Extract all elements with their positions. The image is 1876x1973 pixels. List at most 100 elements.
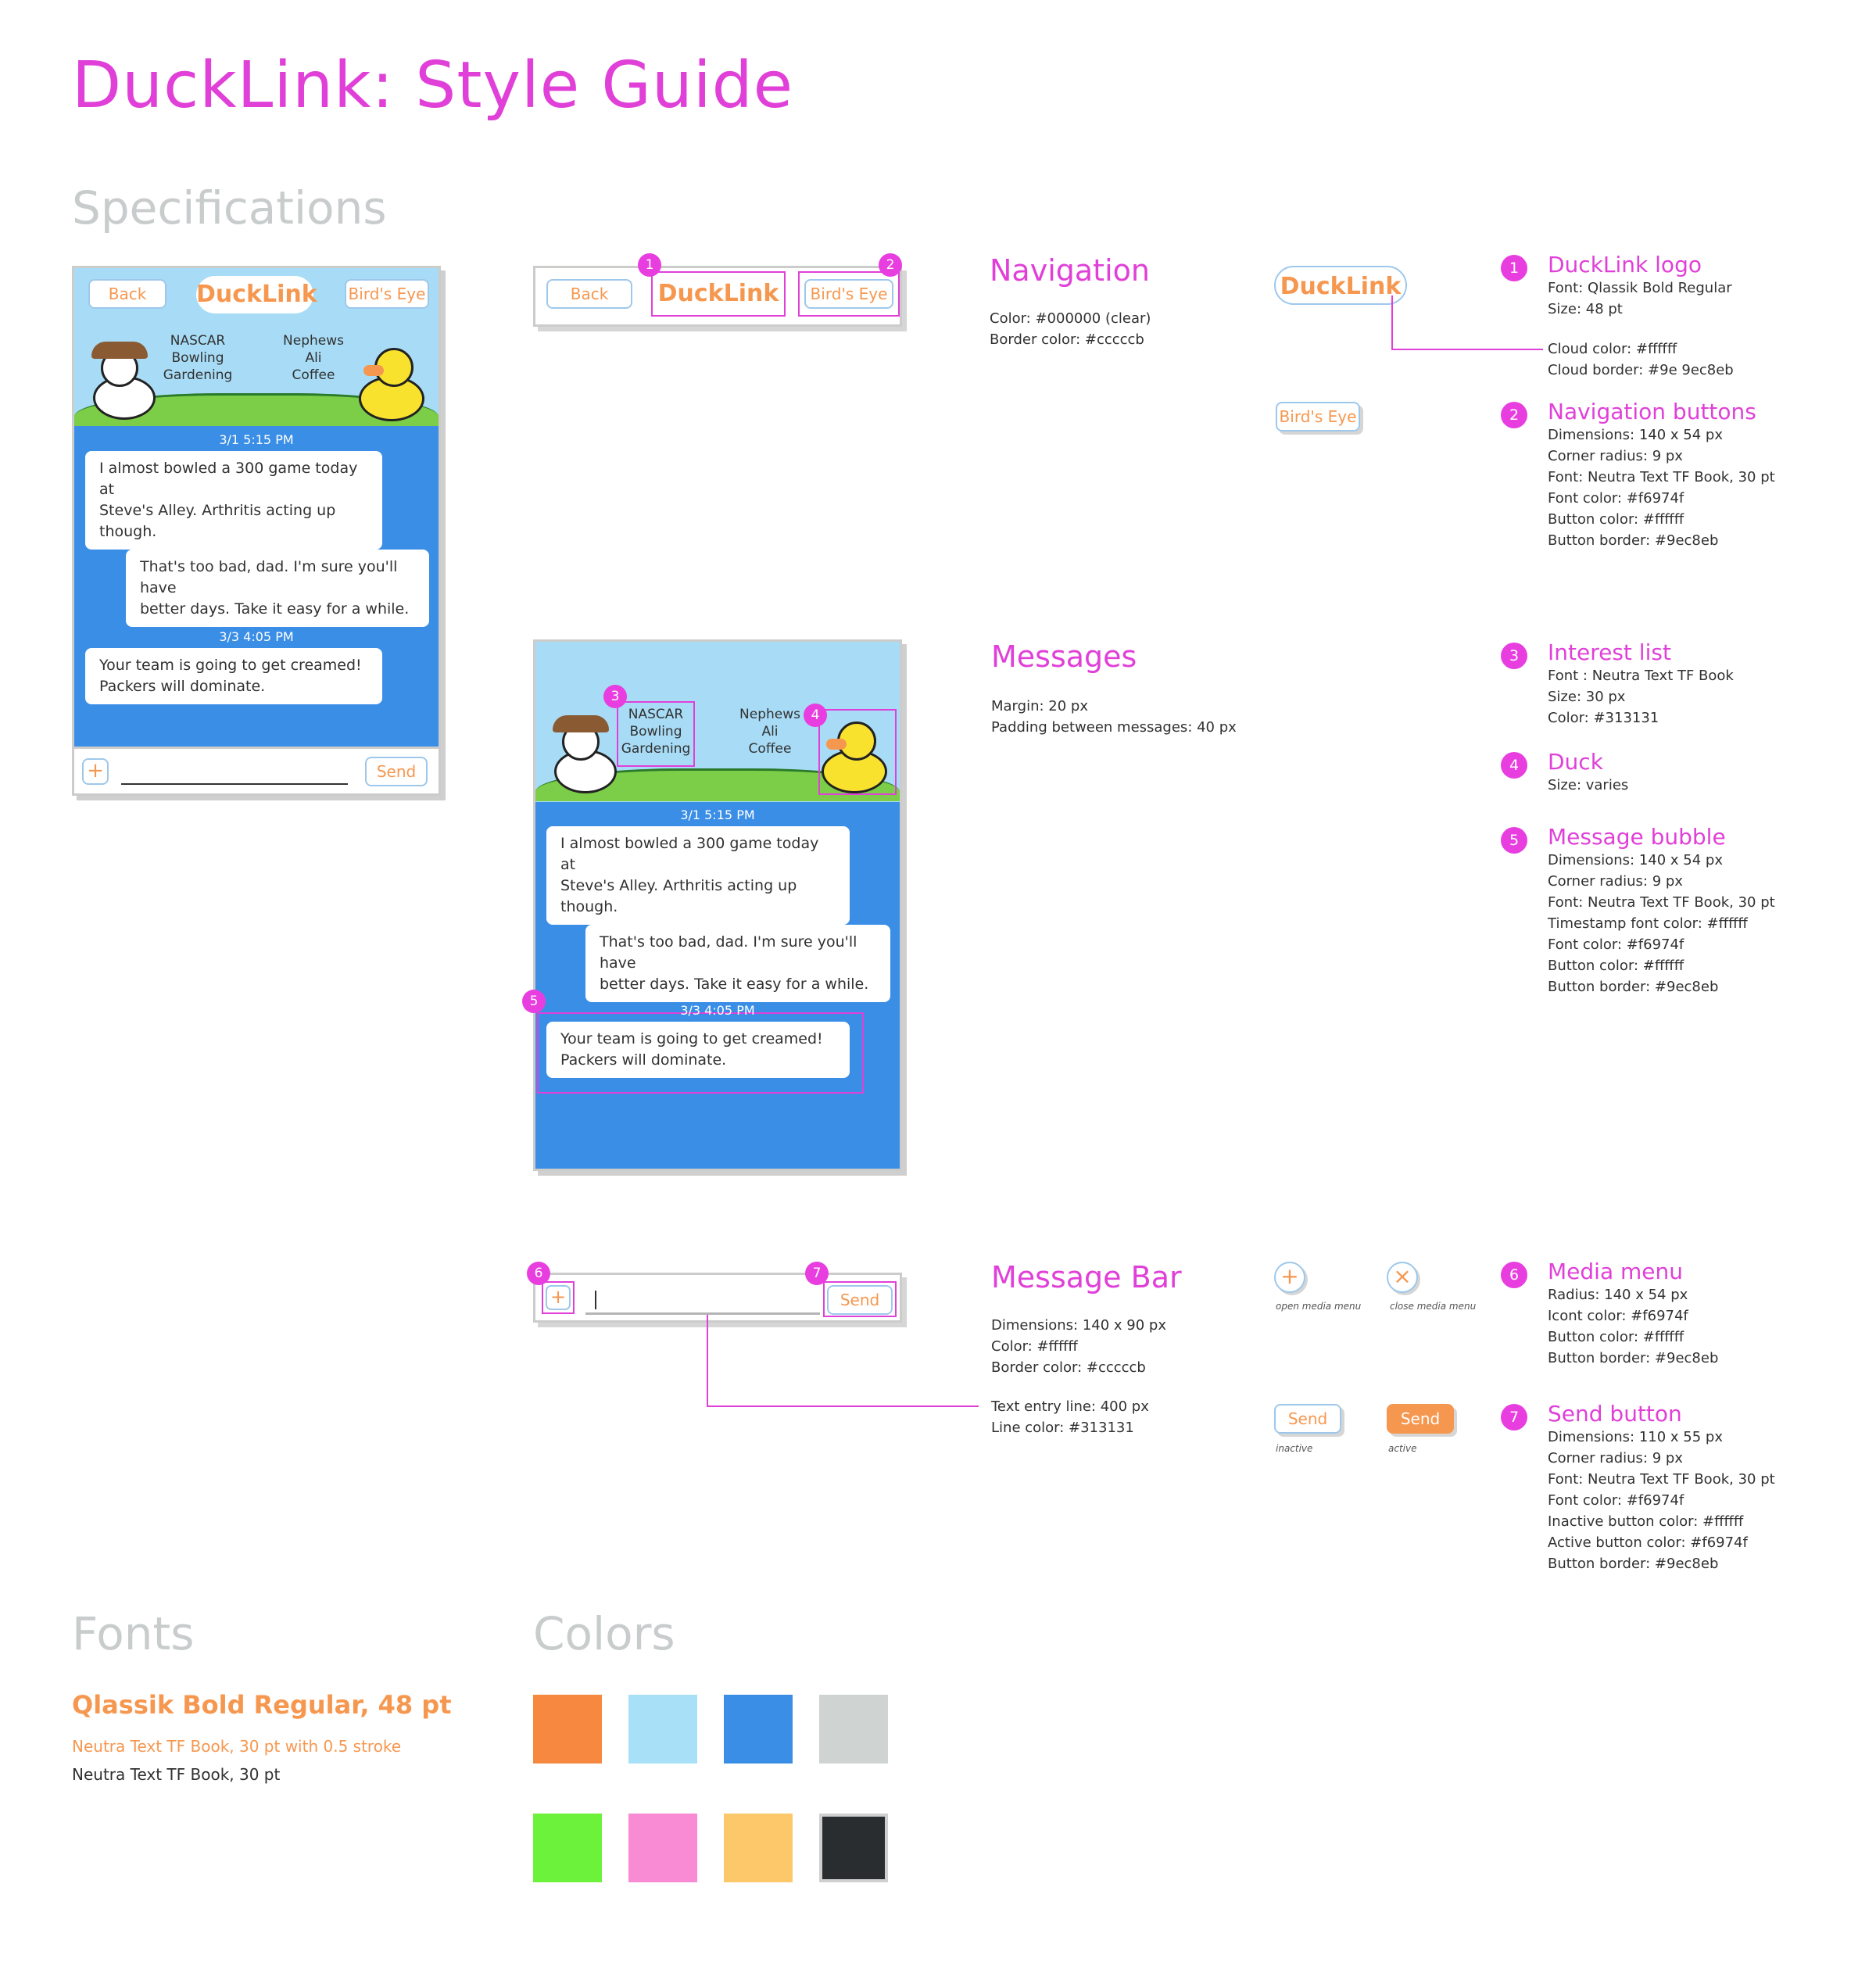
message-text: better days. Take it easy for a while. bbox=[140, 600, 410, 618]
message-timestamp: 3/1 5:31 PM bbox=[219, 531, 294, 546]
message-timestamp: 3/1 5:15 PM bbox=[219, 432, 294, 447]
navigation-spec: Color: #000000 (clear) Border color: #cc… bbox=[990, 308, 1151, 350]
color-swatch bbox=[628, 1814, 697, 1882]
spec-line: Radius: 140 x 54 px bbox=[1548, 1287, 1688, 1303]
white-duck-icon bbox=[81, 335, 159, 423]
highlight-box bbox=[537, 1012, 864, 1094]
callout-number: 7 bbox=[805, 1262, 829, 1285]
close-media-icon[interactable]: × bbox=[1387, 1262, 1418, 1293]
interest-list-right: Nephews Ali Coffee bbox=[731, 706, 809, 757]
message-text: That's too bad, dad. I'm sure you'll hav… bbox=[140, 558, 398, 596]
spec-line: Dimensions: 140 x 54 px bbox=[1548, 852, 1723, 868]
message-text: Steve's Alley. Arthritis acting up thoug… bbox=[99, 502, 336, 540]
interest-item: Gardening bbox=[163, 367, 233, 383]
messages-spec: Margin: 20 px Padding between messages: … bbox=[991, 696, 1237, 738]
spec-number: 4 bbox=[1501, 752, 1527, 779]
font-sample-neutra-stroke: Neutra Text TF Book, 30 pt with 0.5 stro… bbox=[72, 1737, 402, 1756]
birds-eye-button-sample[interactable]: Bird's Eye bbox=[1276, 402, 1360, 431]
highlight-box bbox=[617, 701, 695, 767]
spec-number: 3 bbox=[1501, 643, 1527, 669]
spec-line: Dimensions: 140 x 54 px bbox=[1548, 427, 1723, 443]
spec-message-bubble: Message bubble Dimensions: 140 x 54 px C… bbox=[1548, 824, 1775, 997]
interest-item: Bowling bbox=[171, 350, 224, 366]
page-title: DuckLink: Style Guide bbox=[72, 48, 794, 123]
spec-line: Font: Neutra Text TF Book, 30 pt bbox=[1548, 894, 1775, 911]
active-label: active bbox=[1388, 1443, 1417, 1454]
media-menu-button[interactable]: + bbox=[82, 758, 109, 785]
message-text: Packers will dominate. bbox=[560, 1051, 727, 1069]
ducklink-logo-sample: DuckLink bbox=[1274, 266, 1407, 305]
text-entry-line[interactable] bbox=[121, 783, 348, 785]
interest-item: Coffee bbox=[292, 367, 335, 383]
send-button-inactive[interactable]: Send bbox=[1274, 1404, 1341, 1434]
color-swatch bbox=[724, 1695, 793, 1764]
media-menu-button[interactable]: + bbox=[546, 1285, 571, 1310]
spec-line: Cloud color: #ffffff bbox=[1548, 341, 1677, 357]
spec-number: 2 bbox=[1501, 402, 1527, 428]
interest-item: Nephews bbox=[739, 707, 800, 722]
text-entry-spec: Text entry line: 400 px Line color: #313… bbox=[991, 1396, 1149, 1438]
spec-duck: Duck Size: varies bbox=[1548, 749, 1628, 796]
spec-line: Font: Neutra Text TF Book, 30 pt bbox=[1548, 1471, 1775, 1488]
send-button[interactable]: Send bbox=[827, 1285, 893, 1315]
spec-navigation-buttons: Navigation buttons Dimensions: 140 x 54 … bbox=[1548, 399, 1775, 551]
highlight-box bbox=[818, 709, 897, 795]
spec-line: Button border: #9ec8eb bbox=[1548, 532, 1719, 549]
message-text: better days. Take it easy for a while. bbox=[600, 976, 869, 993]
highlight-box: Send bbox=[823, 1281, 897, 1317]
back-button[interactable]: Back bbox=[88, 279, 166, 309]
spec-line: Text entry line: 400 px bbox=[991, 1398, 1149, 1415]
message-timestamp: 3/1 5:15 PM bbox=[680, 807, 755, 822]
send-button[interactable]: Send bbox=[365, 757, 428, 786]
spec-number: 6 bbox=[1501, 1262, 1527, 1288]
interest-item: Gardening bbox=[621, 741, 691, 757]
message-bubble: I almost bowled a 300 game today at Stev… bbox=[85, 451, 382, 550]
spec-number: 1 bbox=[1501, 255, 1527, 281]
spec-number: 7 bbox=[1501, 1404, 1527, 1431]
connector-line bbox=[707, 1405, 979, 1407]
text-entry-line[interactable] bbox=[585, 1312, 820, 1315]
font-sample-neutra: Neutra Text TF Book, 30 pt bbox=[72, 1765, 281, 1784]
spec-heading: Send button bbox=[1548, 1401, 1682, 1427]
spec-heading: Duck bbox=[1548, 749, 1603, 775]
spec-line: Size: varies bbox=[1548, 777, 1629, 793]
interest-list-left: NASCAR Bowling Gardening bbox=[617, 706, 695, 757]
spec-line: Color: #000000 (clear) bbox=[990, 310, 1151, 327]
message-text: I almost bowled a 300 game today at bbox=[560, 835, 819, 873]
messages-heading: Messages bbox=[991, 639, 1137, 674]
message-bubble: Your team is going to get creamed! Packe… bbox=[546, 1022, 850, 1078]
message-bubble: I almost bowled a 300 game today at Stev… bbox=[546, 826, 850, 925]
yellow-duck-icon bbox=[356, 335, 434, 423]
ducklink-logo: DuckLink bbox=[653, 273, 784, 315]
spec-heading: Navigation buttons bbox=[1548, 399, 1756, 424]
send-button-active[interactable]: Send bbox=[1387, 1404, 1454, 1434]
message-bubble: Your team is going to get creamed! Packe… bbox=[85, 648, 382, 704]
spec-line: Font: Neutra Text TF Book, 30 pt bbox=[1548, 469, 1775, 485]
interest-list-right: Nephews Ali Coffee bbox=[274, 332, 353, 384]
phone-mockup-messages: NASCAR Bowling Gardening Nephews Ali Cof… bbox=[533, 639, 902, 1171]
spec-line: Button border: #9ec8eb bbox=[1548, 979, 1719, 995]
message-timestamp: 3/3 4:05 PM bbox=[219, 629, 294, 644]
spec-heading: Interest list bbox=[1548, 639, 1671, 665]
colors-heading: Colors bbox=[533, 1607, 675, 1660]
ducklink-logo: DuckLink bbox=[196, 276, 317, 313]
back-button[interactable]: Back bbox=[546, 279, 632, 309]
spec-line: Font : Neutra Text TF Book bbox=[1548, 668, 1734, 684]
message-bar-sample: + Send bbox=[533, 1273, 902, 1323]
spec-send-button: Send button Dimensions: 110 x 55 px Corn… bbox=[1548, 1401, 1775, 1574]
spec-line: Inactive button color: #ffffff bbox=[1548, 1513, 1744, 1530]
birds-eye-button[interactable]: Bird's Eye bbox=[345, 279, 429, 309]
interest-item: Nephews bbox=[283, 333, 344, 349]
spec-line: Font color: #f6974f bbox=[1548, 490, 1684, 507]
highlight-box: Bird's Eye bbox=[798, 271, 900, 317]
fonts-heading: Fonts bbox=[72, 1607, 195, 1660]
spec-media-menu: Media menu Radius: 140 x 54 px Icont col… bbox=[1548, 1259, 1718, 1369]
spec-line: Cloud border: #9e 9ec8eb bbox=[1548, 362, 1734, 378]
spec-interest-list: Interest list Font : Neutra Text TF Book… bbox=[1548, 639, 1734, 729]
specifications-heading: Specifications bbox=[72, 181, 387, 235]
open-media-icon[interactable]: + bbox=[1274, 1262, 1305, 1293]
spec-line: Font: Qlassik Bold Regular bbox=[1548, 280, 1732, 296]
message-text: Your team is going to get creamed! bbox=[560, 1030, 823, 1047]
spec-line: Font color: #f6974f bbox=[1548, 1492, 1684, 1509]
birds-eye-button[interactable]: Bird's Eye bbox=[804, 279, 893, 309]
